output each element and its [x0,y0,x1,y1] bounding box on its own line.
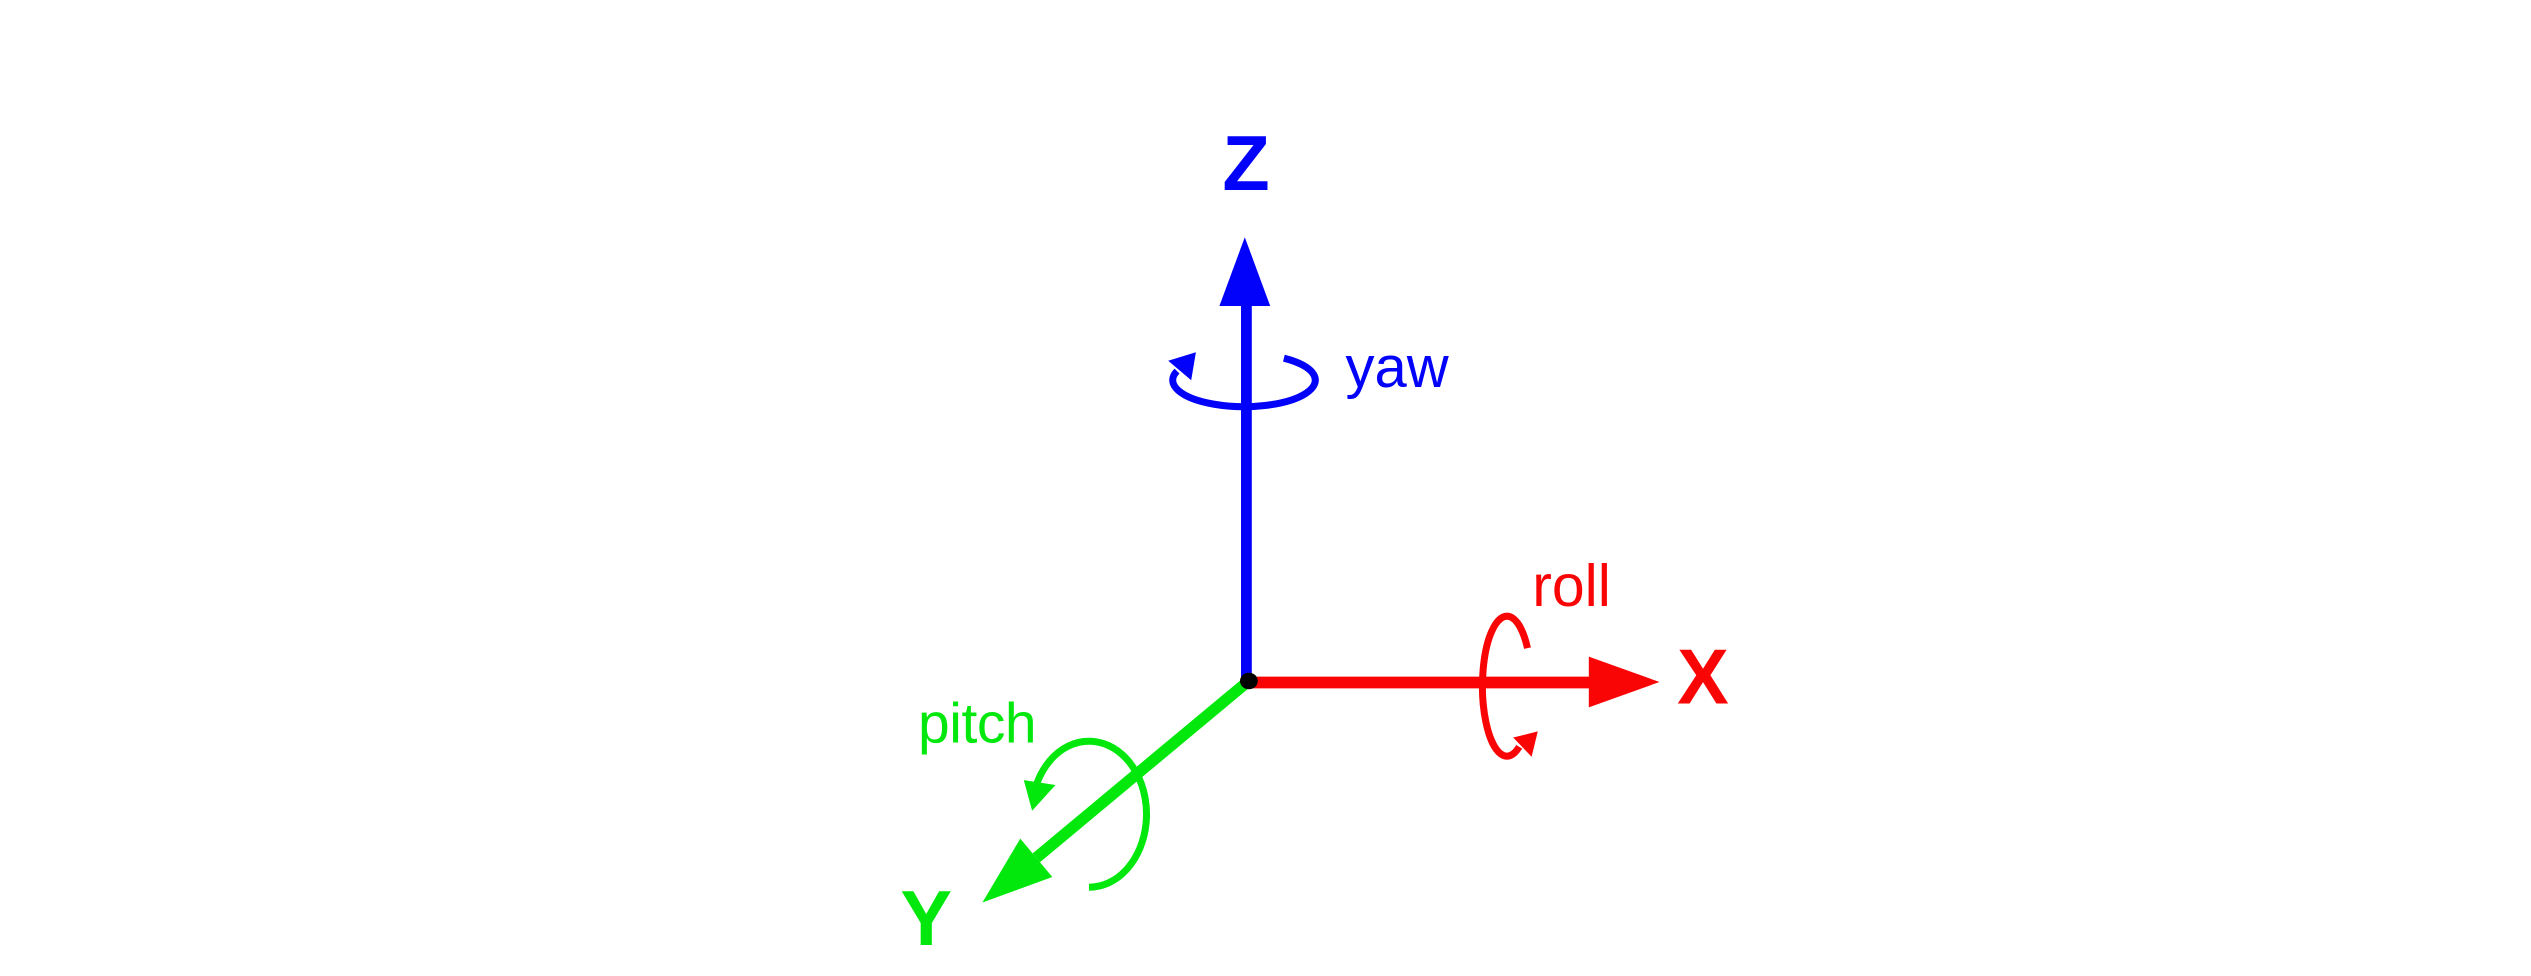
svg-text:Y: Y [900,876,952,962]
svg-text:X: X [1677,635,1729,721]
svg-text:yaw: yaw [1346,335,1450,400]
svg-text:Z: Z [1222,121,1269,207]
svg-text:pitch: pitch [918,692,1036,756]
svg-text:roll: roll [1532,553,1611,619]
